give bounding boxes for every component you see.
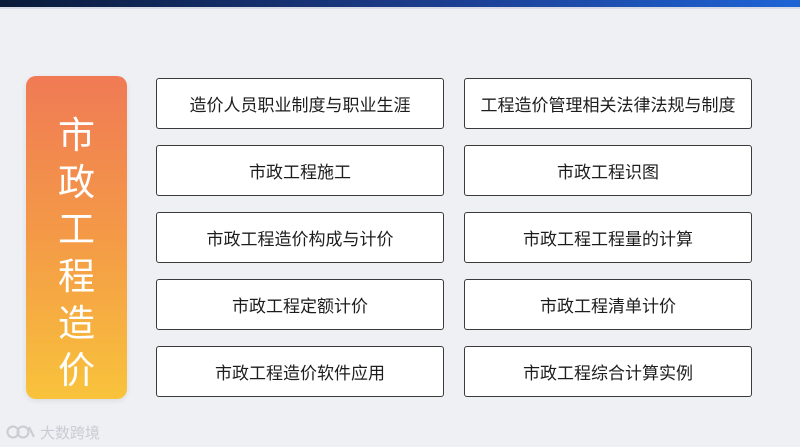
watermark-text: 大数跨境: [40, 423, 101, 442]
course-label: 市政工程造价构成与计价: [206, 230, 394, 250]
course-button-cost-software[interactable]: 市政工程造价软件应用: [156, 346, 444, 397]
course-button-bill-pricing[interactable]: 市政工程清单计价: [464, 279, 752, 330]
course-button-construction[interactable]: 市政工程施工: [156, 145, 444, 196]
course-label: 市政工程施工: [249, 163, 351, 183]
category-title: 市 政 工 程 造 价: [26, 112, 127, 394]
course-button-career-system[interactable]: 造价人员职业制度与职业生涯: [156, 78, 444, 129]
course-label: 市政工程工程量的计算: [523, 230, 693, 250]
category-panel: 市 政 工 程 造 价: [26, 76, 127, 399]
course-button-drawing-reading[interactable]: 市政工程识图: [464, 145, 752, 196]
course-button-laws-regulations[interactable]: 工程造价管理相关法律法规与制度: [464, 78, 752, 129]
course-label: 市政工程定额计价: [232, 297, 368, 317]
course-button-cost-composition[interactable]: 市政工程造价构成与计价: [156, 212, 444, 263]
category-char: 价: [58, 349, 95, 392]
course-button-calculation-examples[interactable]: 市政工程综合计算实例: [464, 346, 752, 397]
category-char: 程: [58, 255, 95, 298]
course-label: 市政工程综合计算实例: [523, 364, 693, 384]
watermark-logo-icon: [6, 425, 35, 439]
course-label: 造价人员职业制度与职业生涯: [189, 96, 411, 116]
category-char: 造: [58, 302, 95, 345]
category-char: 市: [58, 114, 95, 157]
top-divider: [0, 7, 800, 9]
category-char: 政: [58, 161, 95, 204]
course-button-quota-pricing[interactable]: 市政工程定额计价: [156, 279, 444, 330]
watermark: 大数跨境: [6, 421, 100, 443]
course-label: 市政工程清单计价: [540, 297, 676, 317]
course-label: 市政工程识图: [557, 163, 659, 183]
course-button-quantity-calculation[interactable]: 市政工程工程量的计算: [464, 212, 752, 263]
course-label: 市政工程造价软件应用: [215, 364, 385, 384]
top-accent-bar: [0, 0, 800, 7]
course-label: 工程造价管理相关法律法规与制度: [480, 96, 736, 116]
category-char: 工: [58, 208, 95, 251]
